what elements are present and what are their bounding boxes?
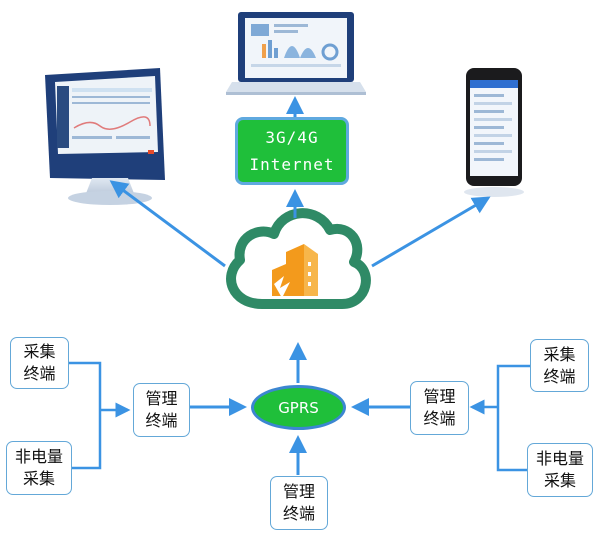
left-collect-line2: 终端 <box>23 364 56 383</box>
gprs-label: GPRS <box>278 398 319 417</box>
laptop-icon <box>226 12 366 95</box>
left-manager-terminal-box: 管理 终端 <box>133 383 190 437</box>
right-manager-line2: 终端 <box>423 409 456 428</box>
left-collect-line1: 采集 <box>23 342 56 361</box>
desktop-monitor-icon <box>45 68 165 205</box>
right-nonelectric-line1: 非电量 <box>535 449 584 468</box>
left-collect-terminal-box: 采集 终端 <box>10 337 69 389</box>
smartphone-icon <box>464 68 524 197</box>
network-line2: Internet <box>249 155 335 174</box>
connector-left-terminals <box>69 361 102 470</box>
left-nonelectric-collect-box: 非电量 采集 <box>6 441 72 495</box>
right-manager-line1: 管理 <box>423 387 456 406</box>
left-manager-line2: 终端 <box>145 411 178 430</box>
right-collect-terminal-box: 采集 终端 <box>530 339 589 392</box>
gprs-node: GPRS <box>251 385 346 430</box>
network-line1: 3G/4G <box>265 128 319 147</box>
network-internet-box: 3G/4G Internet <box>235 117 349 185</box>
bottom-manager-line2: 终端 <box>282 504 315 523</box>
bottom-manager-terminal-box: 管理 终端 <box>270 476 328 530</box>
right-nonelectric-line2: 采集 <box>543 471 576 490</box>
building-logo-icon <box>272 244 318 298</box>
arrow-cloud-to-phone <box>371 196 491 268</box>
left-manager-line1: 管理 <box>145 389 178 408</box>
right-nonelectric-collect-box: 非电量 采集 <box>527 443 593 497</box>
connector-right-terminals <box>496 364 530 472</box>
left-nonelectric-line1: 非电量 <box>14 447 63 466</box>
right-manager-terminal-box: 管理 终端 <box>410 381 469 435</box>
right-collect-line2: 终端 <box>543 366 576 386</box>
bottom-manager-line1: 管理 <box>282 482 315 501</box>
arrow-cloud-to-desktop <box>109 180 226 268</box>
left-nonelectric-line2: 采集 <box>22 469 55 488</box>
right-collect-line1: 采集 <box>543 344 576 364</box>
